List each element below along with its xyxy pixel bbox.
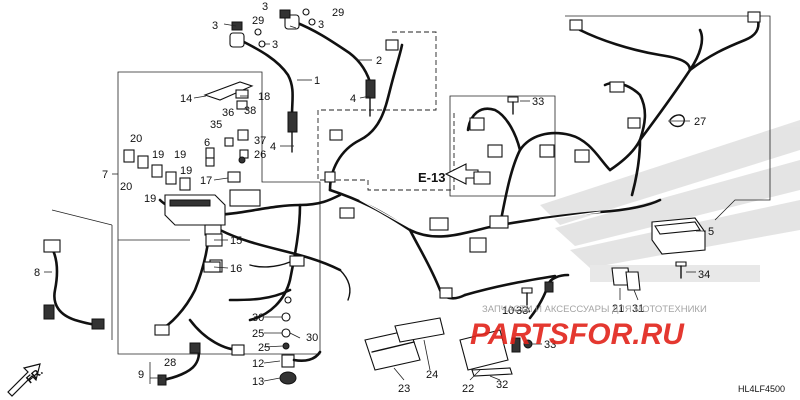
callout-35: 35 [210,119,222,131]
diagram-code: HL4LF4500 [738,384,785,394]
callout-25b: 25 [258,342,270,354]
callout-8: 8 [34,267,40,279]
group-frame-harness [317,31,455,191]
callout-19b: 19 [174,149,186,161]
callout-21: 21 [612,303,624,315]
sub-harness-8 [43,239,105,330]
sub-harness-10 [528,273,570,320]
callout-20b: 20 [120,181,132,193]
parts-22-32 [459,329,521,377]
small-parts-top [203,81,254,159]
callout-10: 10 [502,305,514,317]
honda-wing-watermark [540,120,800,282]
callout-27: 27 [694,116,706,128]
sensor-lead-1 [229,32,298,153]
bolts-33 [507,96,533,349]
callout-36: 36 [222,107,234,119]
watermark-brand: PARTSFOR.RU [470,318,685,351]
clip-27 [669,114,685,128]
callout-19d: 19 [144,193,156,205]
callout-28: 28 [164,357,176,369]
callout-3c: 3 [272,39,278,51]
callout-31: 31 [632,303,644,315]
reference-arrow[interactable]: E-13 [418,163,491,185]
callout-30a: 30 [252,312,264,324]
callout-1: 1 [314,75,320,87]
callout-29b: 29 [332,7,344,19]
callout-34: 34 [698,269,710,281]
callout-26: 26 [254,149,266,161]
group-frame-mid [449,95,556,197]
callout-23: 23 [398,383,410,395]
callout-7: 7 [102,169,108,181]
leader-lines [44,23,706,384]
callout-30b: 30 [306,332,318,344]
reference-label: E-13 [418,170,445,185]
callout-16: 16 [230,263,242,275]
callout-17: 17 [200,175,212,187]
parts-3-29 [231,8,316,48]
sub-harness-9 [157,342,201,386]
callout-19c: 19 [180,165,192,177]
parts-23-24 [364,317,445,371]
callout-18: 18 [258,91,270,103]
callout-15: 15 [230,235,242,247]
callout-3b: 3 [212,20,218,32]
watermark-tagline: ЗАПЧАСТИ И АКСЕССУАРЫ ДЛЯ МОТОТЕХНИКИ [482,304,707,315]
front-direction-arrow: FR. [7,363,46,397]
callout-33b: 33 [516,305,528,317]
callout-19a: 19 [152,149,164,161]
callout-4a: 4 [350,93,356,105]
ecu-module [651,217,706,255]
callout-29a: 29 [252,15,264,27]
callout-3a: 3 [262,1,268,13]
callout-6: 6 [204,137,210,149]
callout-3d: 3 [318,19,324,31]
relays [123,149,191,191]
callout-33c: 33 [544,339,556,351]
callout-12: 12 [252,358,264,370]
callout-32: 32 [496,379,508,391]
harness-connectors [154,11,761,356]
callout-20a: 20 [130,133,142,145]
callout-4b: 4 [270,141,276,153]
callout-37: 37 [254,135,266,147]
group-frame-left [117,71,321,355]
group-frame-right [565,15,771,221]
callout-13: 13 [252,376,264,388]
callout-33a: 33 [532,96,544,108]
callout-2: 2 [376,55,382,67]
callout-22: 22 [462,383,474,395]
bolt-34 [675,261,687,279]
callout-numbers: 1 2 3 3 3 29 29 3 4 4 5 6 7 8 9 10 12 13… [34,1,714,395]
sensor-21-31 [611,267,641,291]
callout-25a: 25 [252,328,264,340]
parts-6-17-26 [205,156,246,183]
callout-9: 9 [138,369,144,381]
callout-24: 24 [426,369,438,381]
callout-14: 14 [180,93,192,105]
parts-12-13-25-30 [279,296,322,385]
fuse-box [164,189,261,273]
callout-38: 38 [244,105,256,117]
watermark-text: ЗАПЧАСТИ И АКСЕССУАРЫ ДЛЯ МОТОТЕХНИКИ PA… [470,304,707,351]
sensor-lead-2 [284,14,376,117]
callout-5: 5 [708,226,714,238]
